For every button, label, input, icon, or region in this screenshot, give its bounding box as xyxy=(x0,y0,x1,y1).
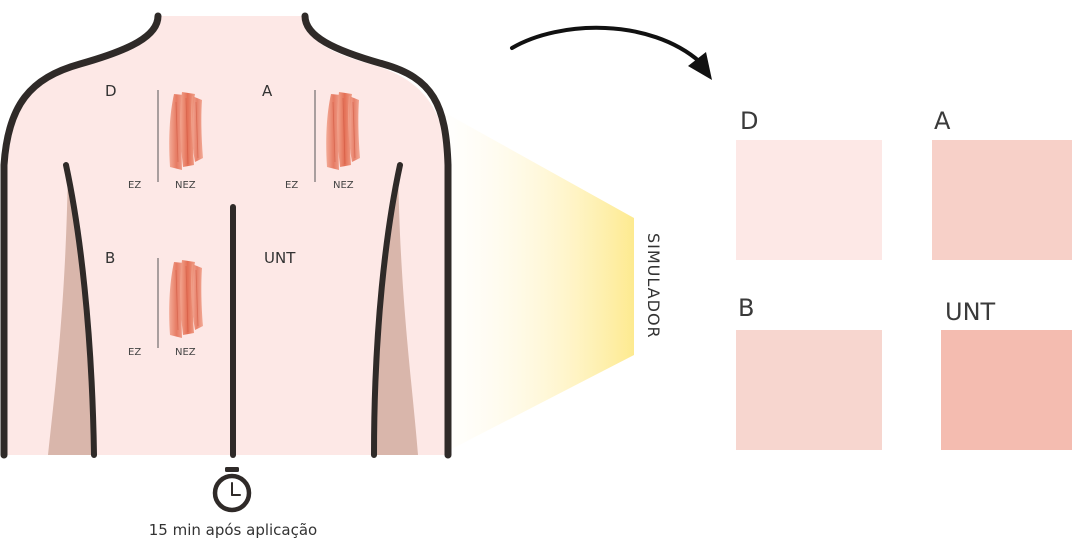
swatch-unt xyxy=(941,330,1072,450)
swatch-panel: D A B UNT xyxy=(736,107,1072,450)
site-b-label: B xyxy=(105,249,115,267)
swatch-b xyxy=(736,330,882,450)
site-d-label: D xyxy=(105,82,117,100)
swatch-a xyxy=(932,140,1072,260)
swatch-d xyxy=(736,140,882,260)
swatch-unt-label: UNT xyxy=(945,298,996,326)
simulator-label: SIMULADOR xyxy=(644,233,663,339)
back-torso xyxy=(4,16,448,455)
swatch-b-label: B xyxy=(738,294,754,322)
site-d-muscle-graphic xyxy=(169,92,203,170)
site-a-muscle-graphic xyxy=(326,92,360,170)
timer-caption: 15 min após aplicação xyxy=(149,521,318,539)
site-a-ez-label: EZ xyxy=(285,180,298,191)
site-b-nez-label: NEZ xyxy=(175,347,196,358)
site-a-nez-label: NEZ xyxy=(333,180,354,191)
site-untreated-label: UNT xyxy=(264,249,296,267)
site-b-ez-label: EZ xyxy=(128,347,141,358)
swatch-a-label: A xyxy=(934,107,951,135)
simulator-light-beam xyxy=(440,110,634,455)
site-b-muscle-graphic xyxy=(169,260,203,338)
stopwatch-icon xyxy=(215,467,249,510)
site-d-ez-label: EZ xyxy=(128,180,141,191)
swatch-d-label: D xyxy=(740,107,758,135)
site-d-nez-label: NEZ xyxy=(175,180,196,191)
curved-arrow-icon xyxy=(512,28,712,80)
site-a-label: A xyxy=(262,82,273,100)
